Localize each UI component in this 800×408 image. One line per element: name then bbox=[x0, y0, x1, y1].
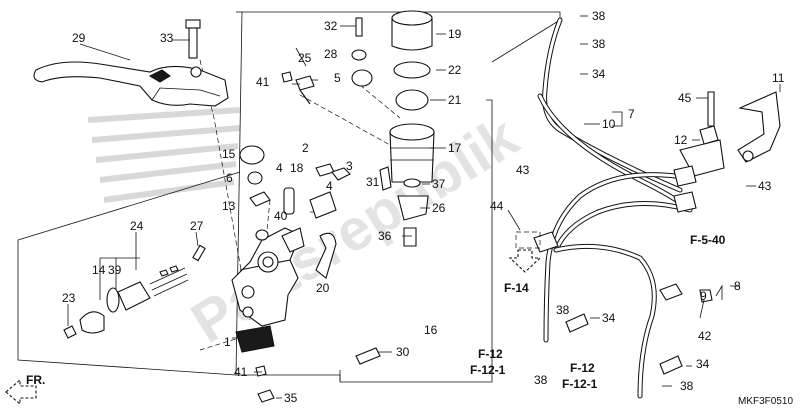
callout-34-a: 34 bbox=[592, 67, 606, 81]
master-cylinder-body bbox=[231, 227, 305, 327]
callout-4-right: 4 bbox=[326, 179, 333, 193]
callout-40: 40 bbox=[274, 209, 288, 223]
callout-10: 10 bbox=[602, 117, 616, 131]
callout-15: 15 bbox=[222, 147, 236, 161]
pivot-bolt bbox=[185, 19, 201, 59]
callout-8: 8 bbox=[734, 279, 741, 293]
callout-44: 44 bbox=[490, 199, 504, 213]
callout-25: 25 bbox=[298, 51, 312, 65]
watermark-text: Partsrepublik bbox=[180, 104, 529, 356]
front-arrow: FR. bbox=[5, 373, 45, 406]
callout-11: 11 bbox=[772, 71, 785, 85]
callout-18: 18 bbox=[290, 161, 304, 175]
callout-20: 20 bbox=[316, 281, 330, 295]
ref-f-12-b: F-12 bbox=[570, 361, 595, 375]
callout-24: 24 bbox=[130, 219, 144, 233]
ref-f-12-1-b: F-12-1 bbox=[562, 377, 598, 391]
callout-13: 13 bbox=[222, 199, 236, 213]
callout-28: 28 bbox=[324, 47, 338, 61]
callout-17: 17 bbox=[448, 141, 462, 155]
callout-38-a: 38 bbox=[592, 9, 606, 23]
ref-f-5-40: F-5-40 bbox=[690, 233, 726, 247]
callouts: 29 33 41 25 32 28 5 19 22 21 17 37 26 36… bbox=[62, 9, 793, 407]
front-label: FR. bbox=[26, 373, 45, 387]
callout-22: 22 bbox=[448, 63, 462, 77]
callout-31: 31 bbox=[366, 175, 380, 189]
callout-41-bottom: 41 bbox=[234, 365, 248, 379]
callout-38-c: 38 bbox=[556, 303, 570, 317]
callout-38-b: 38 bbox=[592, 37, 606, 51]
reservoir bbox=[351, 10, 435, 247]
wing-logo bbox=[87, 107, 241, 203]
diagram-code: MKF3F0510 bbox=[738, 396, 793, 407]
callout-32: 32 bbox=[324, 19, 338, 33]
f14-arrow bbox=[508, 249, 542, 273]
callout-3: 3 bbox=[346, 159, 353, 173]
piston-kit bbox=[63, 244, 206, 339]
ref-f-12-a: F-12 bbox=[478, 347, 503, 361]
ref-f-12-1-a: F-12-1 bbox=[470, 363, 506, 377]
callout-4-left: 4 bbox=[276, 161, 283, 175]
callout-39: 39 bbox=[108, 263, 122, 277]
callout-45: 45 bbox=[678, 91, 692, 105]
callout-16: 16 bbox=[424, 323, 438, 337]
callout-26: 26 bbox=[432, 201, 446, 215]
callout-1: 1 bbox=[224, 335, 231, 349]
ref-f-14: F-14 bbox=[504, 281, 529, 295]
callout-35: 35 bbox=[284, 391, 298, 405]
watermark: Partsrepublik bbox=[180, 104, 529, 356]
callout-7-left-14: 14 bbox=[92, 263, 106, 277]
small-parts bbox=[239, 71, 351, 279]
callout-36: 36 bbox=[378, 229, 392, 243]
assembly-outlines bbox=[17, 11, 561, 383]
callout-21: 21 bbox=[448, 93, 462, 107]
brake-hoses bbox=[533, 17, 693, 399]
leader-lines bbox=[67, 15, 781, 399]
callout-43-b: 43 bbox=[758, 179, 772, 193]
dashed-marker bbox=[515, 231, 541, 249]
callout-34-c: 34 bbox=[696, 357, 710, 371]
callout-34-b: 34 bbox=[602, 311, 616, 325]
callout-42: 42 bbox=[698, 329, 712, 343]
callout-38-e: 38 bbox=[680, 379, 694, 393]
callout-2: 2 bbox=[302, 141, 309, 155]
callout-12: 12 bbox=[674, 133, 688, 147]
callout-33: 33 bbox=[160, 31, 174, 45]
callout-29: 29 bbox=[72, 31, 86, 45]
hose-brackets bbox=[565, 91, 781, 375]
brake-lever bbox=[33, 61, 229, 107]
callout-5: 5 bbox=[334, 71, 341, 85]
callout-9: 9 bbox=[700, 289, 707, 303]
hose-bolts bbox=[235, 325, 381, 403]
callout-27: 27 bbox=[190, 219, 204, 233]
callout-7: 7 bbox=[628, 107, 635, 121]
callout-23: 23 bbox=[62, 291, 76, 305]
callout-6: 6 bbox=[226, 171, 233, 185]
callout-38-d: 38 bbox=[534, 373, 548, 387]
callout-30: 30 bbox=[396, 345, 410, 359]
callout-37: 37 bbox=[432, 177, 446, 191]
callout-41-top: 41 bbox=[256, 75, 270, 89]
callout-19: 19 bbox=[448, 27, 462, 41]
callout-43-a: 43 bbox=[516, 163, 530, 177]
